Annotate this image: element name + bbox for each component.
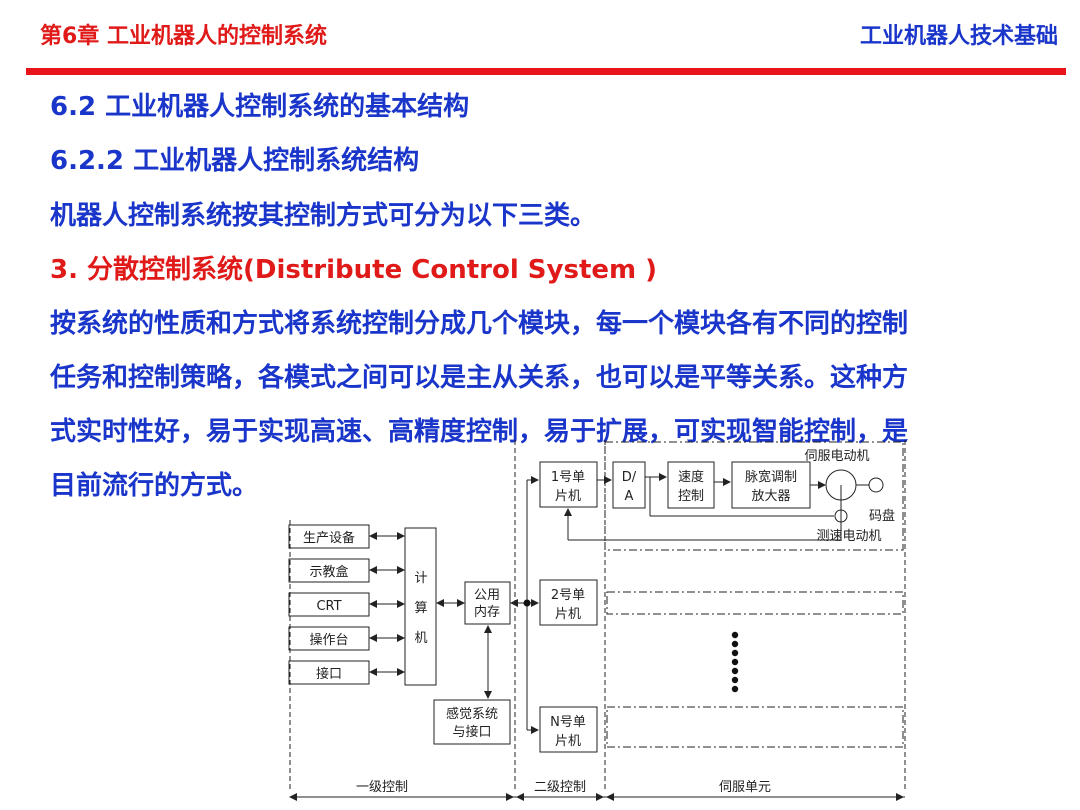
mcu-label: N号单 [550, 715, 586, 730]
ellipsis-dots [731, 631, 739, 693]
encoder-symbol [868, 477, 884, 493]
pwm-label: 脉宽调制 [745, 469, 797, 485]
device-label: CRT [316, 599, 341, 614]
servo-motor-label: 伺服电动机 [804, 449, 869, 464]
mcu-1-box [539, 461, 598, 508]
mcu-label: 片机 [555, 734, 581, 749]
speed-control-box [667, 461, 715, 509]
pwm-label: 放大器 [751, 489, 790, 504]
mcu-label: 2号单 [551, 588, 585, 603]
course-title: 工业机器人技术基础 [859, 24, 1058, 49]
da-label: A [625, 489, 634, 504]
servo-unit-region [604, 441, 904, 551]
encoder-label: 码盘 [869, 508, 895, 524]
sensing-label: 与接口 [452, 724, 491, 740]
subsection-heading: 6.2.2 工业机器人控制系统结构 [50, 146, 420, 176]
computer-label: 计 [414, 571, 427, 586]
level-label: 一级控制 [356, 780, 408, 795]
mcu-label: 1号单 [551, 470, 585, 485]
da-box [612, 461, 646, 509]
paragraph-line: 目前流行的方式。 [50, 471, 259, 501]
mcu-n-box [539, 706, 598, 753]
distributed-control-diagram: 生产设备 示教盒 CRT 操作台 接口 计 算 机 公用 内存 感觉系统 与接口… [288, 440, 906, 801]
device-label: 示教盒 [309, 564, 348, 580]
paragraph-line: 任务和控制策略，各模式之间可以是主从关系，也可以是平等关系。这种方 [50, 363, 909, 393]
section-heading: 6.2 工业机器人控制系统的基本结构 [50, 92, 470, 122]
speed-label: 速度 [678, 469, 704, 485]
device-label: 接口 [316, 666, 342, 682]
paragraph-line: 按系统的性质和方式将系统控制分成几个模块，每一个模块各有不同的控制 [50, 309, 909, 339]
mcu-2-box [539, 579, 598, 626]
chapter-title: 第6章 工业机器人的控制系统 [40, 24, 327, 49]
level-label: 伺服单元 [719, 780, 771, 795]
sensing-box [433, 699, 511, 745]
sensing-label: 感觉系统 [446, 706, 498, 722]
item-title: 3. 分散控制系统(Distribute Control System ) [50, 255, 658, 285]
mcu-label: 片机 [555, 489, 581, 504]
device-label: 操作台 [309, 632, 348, 648]
shared-memory-label: 内存 [474, 604, 500, 620]
tacho-label: 测速电动机 [816, 529, 881, 544]
servo-unit-region [606, 591, 904, 615]
speed-label: 控制 [678, 489, 704, 504]
da-label: D/ [622, 470, 637, 485]
computer-label: 机 [414, 631, 427, 646]
shared-memory-label: 公用 [474, 588, 500, 603]
header-divider [26, 68, 1066, 75]
computer-label: 算 [414, 601, 427, 616]
device-label: 生产设备 [303, 530, 355, 546]
mcu-label: 片机 [555, 607, 581, 622]
level-label: 二级控制 [534, 780, 586, 795]
servo-unit-region [606, 706, 904, 748]
intro-text: 机器人控制系统按其控制方式可分为以下三类。 [50, 201, 597, 231]
